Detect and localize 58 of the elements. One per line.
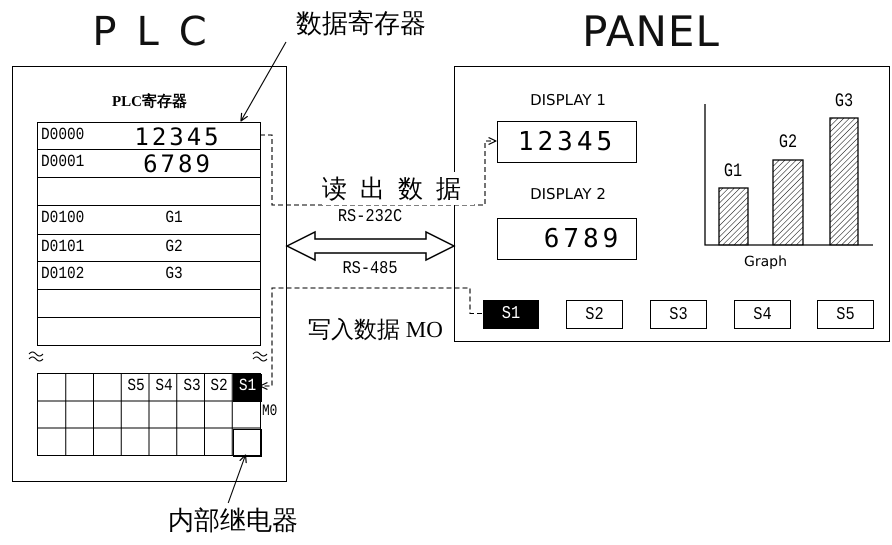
register-value: G2	[164, 238, 184, 257]
switch-button	[650, 300, 707, 329]
bar-label: G2	[778, 131, 798, 153]
register-row	[37, 122, 261, 150]
relay-label: S2	[209, 377, 229, 396]
display-box	[497, 218, 637, 260]
box-title: PANEL	[581, 7, 721, 56]
register-value: G3	[164, 265, 184, 284]
switch-label: S2	[584, 305, 605, 325]
leader-line	[240, 42, 286, 122]
switch-button	[817, 300, 874, 329]
dashed-arrow	[260, 134, 497, 206]
bar-label: G1	[722, 160, 744, 182]
switch-label: S3	[668, 305, 689, 325]
register-row	[37, 149, 261, 178]
register-row	[37, 261, 261, 290]
relay-cell	[233, 429, 262, 457]
switch-label: S5	[835, 305, 856, 325]
double-arrow	[285, 230, 456, 262]
register-value: 6789	[142, 150, 214, 178]
register-address: D0101	[41, 238, 84, 257]
register-address: D0100	[41, 209, 84, 228]
register-row	[37, 177, 261, 206]
register-row	[37, 234, 261, 262]
display-label: DISPLAY 2	[529, 185, 607, 203]
display-value: 12345	[516, 127, 618, 157]
register-address: D0000	[41, 126, 84, 145]
relay-grid	[37, 373, 261, 456]
relay-cell	[233, 374, 262, 402]
switch-label: S1	[500, 304, 522, 324]
callout-text: 数据寄存器	[296, 8, 426, 40]
switch-button	[483, 300, 539, 329]
switch-button	[566, 300, 623, 329]
display-label: DISPLAY 1	[529, 91, 607, 109]
register-address: D0102	[41, 265, 84, 284]
display-value: 6789	[542, 224, 624, 254]
register-value: G1	[164, 209, 184, 228]
register-value: 12345	[133, 123, 223, 151]
register-row	[37, 205, 261, 235]
relay-label: S4	[154, 377, 174, 396]
register-row	[37, 317, 261, 346]
switch-label: S4	[752, 305, 773, 325]
table-heading: PLC寄存器	[111, 92, 188, 111]
callout-text: 内部继电器	[168, 505, 298, 537]
link-label: RS-485	[341, 259, 399, 279]
register-row	[37, 289, 261, 318]
display-box	[497, 121, 637, 163]
box-title: PLC	[91, 9, 228, 55]
relay-label: S1	[238, 377, 258, 396]
edge-label: 读出数据	[322, 172, 474, 205]
bar-label: G3	[834, 90, 854, 112]
leader-line	[228, 454, 247, 504]
chart-caption: Graph	[744, 254, 787, 270]
relay-address: M0	[262, 402, 278, 420]
register-address: D0001	[41, 153, 84, 172]
switch-button	[734, 300, 791, 329]
relay-label: S5	[126, 377, 146, 396]
relay-label: S3	[182, 377, 202, 396]
